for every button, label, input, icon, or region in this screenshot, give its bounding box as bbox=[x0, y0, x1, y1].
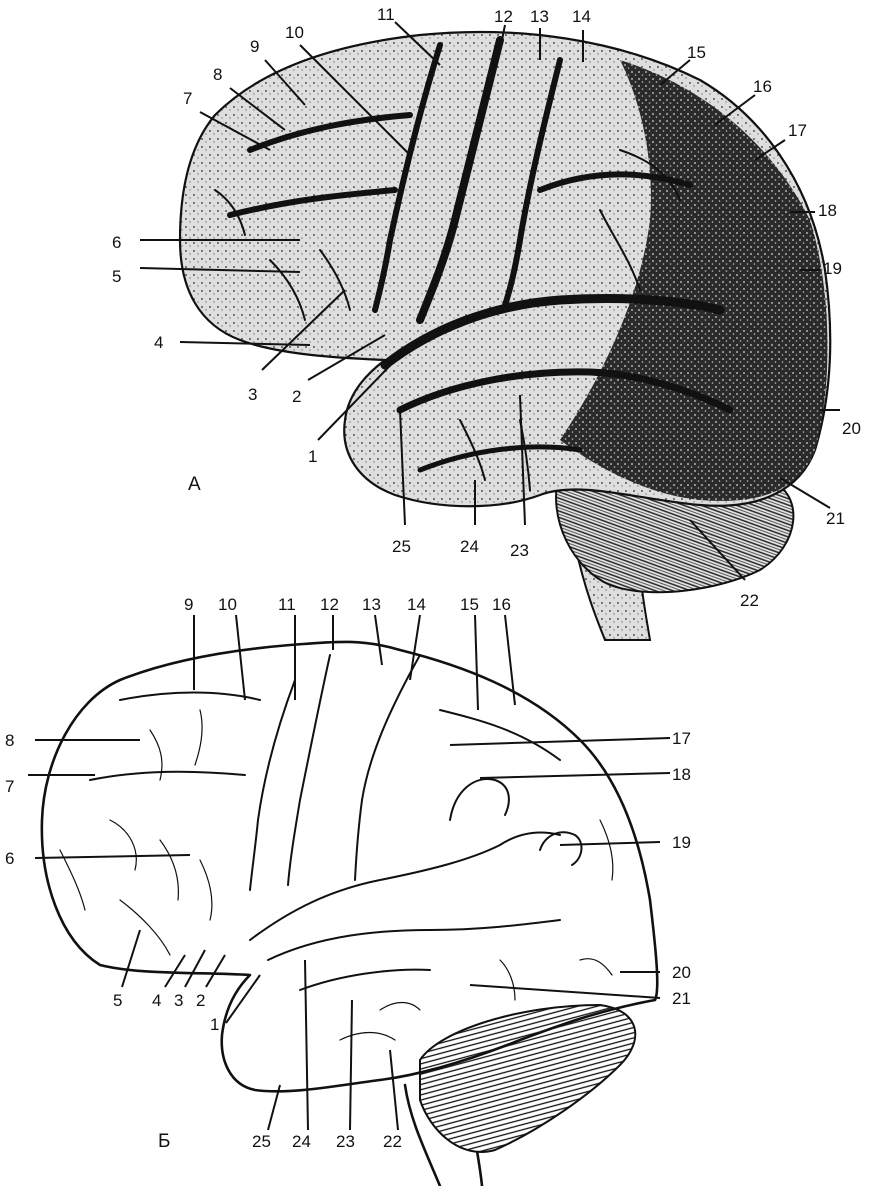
panel-b-angular-gyrus-outline bbox=[539, 831, 583, 866]
panel-b-inferior-frontal-sulcus bbox=[89, 770, 246, 781]
panel-a-label-8: 8 bbox=[213, 65, 222, 84]
panel-a-leader-lines bbox=[139, 21, 840, 581]
panel-a-label-4: 4 bbox=[154, 333, 163, 352]
panel-b-central-sulcus bbox=[287, 654, 331, 886]
panel-a-label-14: 14 bbox=[572, 7, 591, 26]
panel-b-label-14: 14 bbox=[407, 595, 426, 614]
panel-b-label-9: 9 bbox=[184, 595, 193, 614]
panel-b-label-15: 15 bbox=[460, 595, 479, 614]
panel-a-precentral-sulcus bbox=[372, 42, 443, 313]
panel-b-label-10: 10 bbox=[218, 595, 237, 614]
panel-a-label-25: 25 bbox=[392, 537, 411, 556]
panel-b-leader-lines bbox=[28, 614, 671, 1131]
panel-b-label-23: 23 bbox=[336, 1132, 355, 1151]
panel-a-intraparietal-sulcus bbox=[537, 171, 693, 193]
panel-a-label-13: 13 bbox=[530, 7, 549, 26]
panel-a-label-1: 1 bbox=[308, 447, 317, 466]
panel-b-label-5: 5 bbox=[113, 991, 122, 1010]
panel-b-intraparietal-sulcus bbox=[439, 709, 561, 761]
panel-b-label-8: 8 bbox=[5, 731, 14, 750]
panel-b-lateral-sulcus bbox=[249, 831, 561, 941]
panel-b-label-11: 11 bbox=[278, 595, 296, 614]
panel-a-label-6: 6 bbox=[112, 233, 121, 252]
panel-a-occipital-shading bbox=[560, 60, 828, 501]
panel-b-cerebellum bbox=[419, 1003, 637, 1153]
panel-a-label-22: 22 bbox=[740, 591, 759, 610]
panel-b-inferior-temporal-sulcus bbox=[299, 968, 431, 991]
panel-a-label-19: 19 bbox=[823, 259, 842, 278]
panel-b-label-4: 4 bbox=[152, 991, 161, 1010]
panel-a-inferior-frontal-sulcus bbox=[227, 187, 398, 218]
panel-b-postcentral-sulcus bbox=[354, 654, 421, 881]
panel-a-inferior-temporal-sulcus bbox=[417, 444, 583, 473]
panel-a-label-10: 10 bbox=[285, 23, 304, 42]
panel-a-label-11: 11 bbox=[377, 5, 395, 24]
panel-b-label-1: 1 bbox=[210, 1015, 219, 1034]
panel-a-lateral-sulcus bbox=[380, 293, 725, 370]
panel-a-label-16: 16 bbox=[753, 77, 772, 96]
panel-a-label-17: 17 bbox=[788, 121, 807, 140]
panel-b-label-2: 2 bbox=[196, 991, 205, 1010]
panel-a-superior-temporal-sulcus bbox=[396, 368, 734, 414]
panel-b-label-18: 18 bbox=[672, 765, 691, 784]
panel-b-superior-temporal-sulcus bbox=[267, 919, 561, 961]
panel-b-label-3: 3 bbox=[174, 991, 183, 1010]
panel-b-label-6: 6 bbox=[5, 849, 14, 868]
panel-b-hemisphere bbox=[40, 640, 659, 1093]
panel-a-superior-frontal-sulcus bbox=[247, 112, 413, 153]
panel-b-label-25: 25 bbox=[252, 1132, 271, 1151]
panel-a-central-sulcus bbox=[416, 36, 504, 324]
panel-a-label-21: 21 bbox=[826, 509, 845, 528]
panel-b-label-17: 17 bbox=[672, 729, 691, 748]
panel-b-brain-diagram bbox=[40, 640, 659, 1188]
panel-a-postcentral-sulcus bbox=[502, 57, 563, 308]
panel-b-label-24: 24 bbox=[292, 1132, 311, 1151]
panel-a-letter: А bbox=[188, 474, 201, 495]
panel-a-label-9: 9 bbox=[250, 37, 259, 56]
panel-a-label-24: 24 bbox=[460, 537, 479, 556]
panel-b-label-13: 13 bbox=[362, 595, 381, 614]
panel-a-label-20: 20 bbox=[842, 419, 861, 438]
panel-b-labels: 1 2 3 4 5 6 7 8 9 10 11 12 13 14 15 16 1… bbox=[5, 595, 691, 1152]
panel-b-letter: Б bbox=[158, 1131, 170, 1152]
panel-b-label-19: 19 bbox=[672, 833, 691, 852]
panel-a-label-7: 7 bbox=[183, 89, 192, 108]
panel-b-fine-sulci bbox=[59, 709, 614, 1041]
panel-a-label-2: 2 bbox=[292, 387, 301, 406]
panel-a-label-3: 3 bbox=[248, 385, 257, 404]
panel-b-superior-frontal-sulcus bbox=[119, 691, 261, 701]
panel-a-labels: 1 2 3 4 5 6 7 8 9 10 11 12 13 14 15 16 1… bbox=[112, 5, 861, 610]
panel-b-label-12: 12 bbox=[320, 595, 339, 614]
panel-b-label-21: 21 bbox=[672, 989, 691, 1008]
panel-b-label-20: 20 bbox=[672, 963, 691, 982]
panel-a-label-18: 18 bbox=[818, 201, 837, 220]
panel-b-label-22: 22 bbox=[383, 1132, 402, 1151]
panel-a-label-23: 23 bbox=[510, 541, 529, 560]
panel-b-label-7: 7 bbox=[5, 777, 14, 796]
panel-a-label-15: 15 bbox=[687, 43, 706, 62]
panel-b-label-16: 16 bbox=[492, 595, 511, 614]
panel-b-precentral-sulcus bbox=[249, 679, 296, 891]
panel-a-label-5: 5 bbox=[112, 267, 121, 286]
panel-b-supramarginal-gyrus-outline bbox=[449, 778, 510, 821]
panel-a-label-12: 12 bbox=[494, 7, 513, 26]
